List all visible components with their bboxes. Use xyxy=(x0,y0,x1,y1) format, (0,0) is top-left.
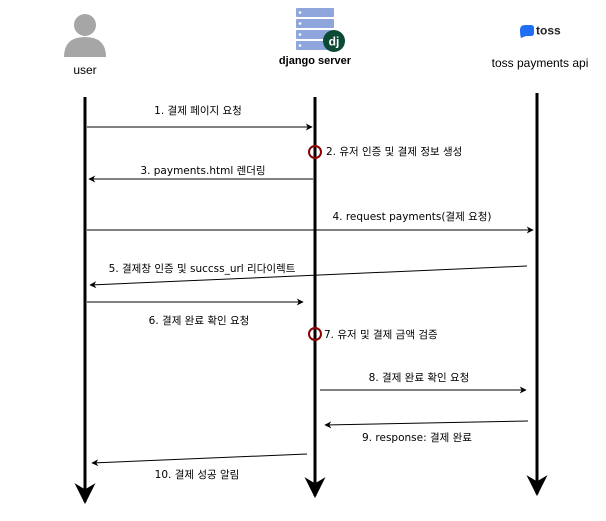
participant-label-django-server: django server xyxy=(278,55,352,67)
user-icon xyxy=(64,14,106,57)
message-2-label: 2. 유저 인증 및 결제 정보 생성 xyxy=(326,146,462,158)
toss-logo-icon: toss xyxy=(520,24,561,38)
django-badge xyxy=(323,30,345,52)
message-9-arrow xyxy=(324,420,529,429)
message-6-label: 6. 결제 완료 확인 요청 xyxy=(149,314,250,327)
message-4-label: 4. request payments(결제 요청) xyxy=(332,211,491,223)
toss-logo-text: toss xyxy=(536,24,561,38)
message-3-label: 3. payments.html 렌더링 xyxy=(140,165,265,177)
django-badge-text: dj xyxy=(329,35,340,49)
message-9-label: 9. response: 결제 완료 xyxy=(362,431,472,444)
message-10-label: 10. 결제 성공 알림 xyxy=(155,469,240,481)
participant-label-toss-payments-api: toss payments api xyxy=(491,56,589,70)
message-8-label: 8. 결제 완료 확인 요청 xyxy=(369,371,470,384)
message-5-arrow xyxy=(89,265,528,289)
message-2-self-marker xyxy=(308,145,322,159)
participant-label-user: user xyxy=(73,63,97,77)
message-1-label: 1. 결제 페이지 요청 xyxy=(154,105,242,117)
message-10-arrow xyxy=(91,453,308,467)
message-7-label: 7. 유저 및 결제 금액 검증 xyxy=(324,329,438,341)
django-server-icon: dj xyxy=(296,8,345,52)
message-5-label: 5. 결제창 인증 및 succss_url 리다이렉트 xyxy=(109,263,296,275)
message-7-self-marker xyxy=(308,327,322,341)
